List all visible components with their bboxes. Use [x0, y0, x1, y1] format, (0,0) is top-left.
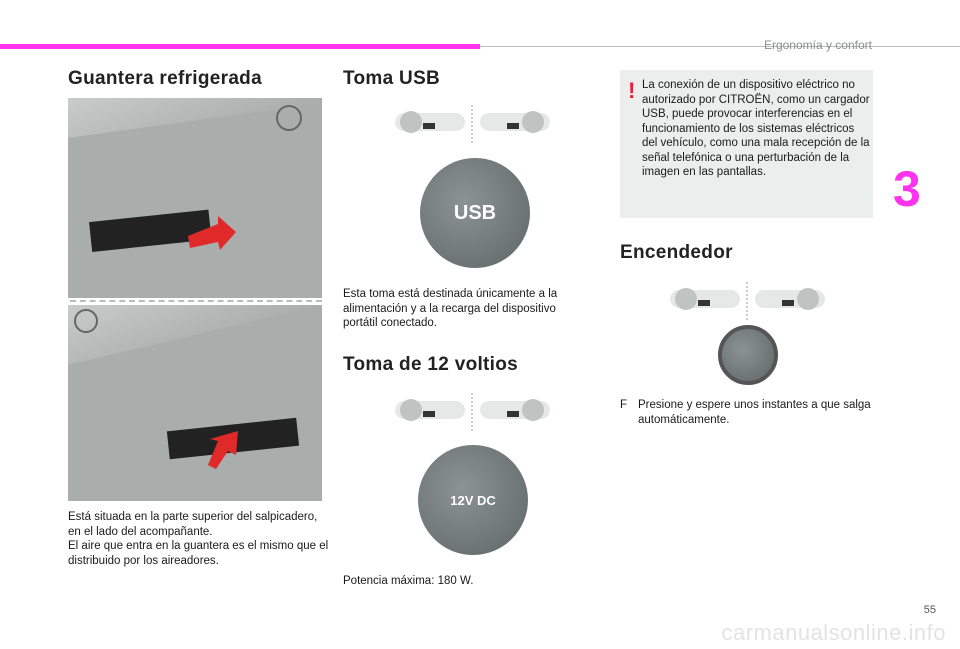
steering-wheel-icons [670, 282, 825, 322]
warning-box: ! La conexión de un dispositivo eléctric… [620, 70, 873, 218]
lighter-text: Presione y espere unos instantes a que s… [638, 399, 871, 426]
heading-usb: Toma USB [343, 68, 441, 89]
glovebox-image-2 [68, 305, 322, 501]
usb-socket-image: USB [420, 158, 530, 268]
glovebox-text-2: El aire que entra en la guantera es el m… [68, 540, 329, 567]
header-rule [480, 46, 960, 47]
steering-wheel-icons [395, 105, 550, 145]
chapter-number: 3 [893, 161, 921, 217]
lighter-image [718, 325, 778, 385]
warning-icon: ! [628, 78, 636, 103]
warning-text: La conexión de un dispositivo eléctrico … [642, 79, 870, 178]
arrow-icon [208, 431, 238, 469]
steering-wheel-icons [395, 393, 550, 433]
divider [70, 300, 322, 302]
heading-12v: Toma de 12 voltios [343, 354, 519, 375]
arrow-icon [188, 216, 236, 250]
watermark: carmanualsonline.info [721, 620, 946, 645]
12v-socket-image: 12V DC [418, 445, 528, 555]
section-title: Ergonomía y confort [763, 38, 872, 52]
page-number: 55 [923, 604, 936, 616]
glovebox-image-1 [68, 98, 322, 298]
heading-lighter: Encendedor [620, 242, 733, 263]
heading-glovebox: Guantera refrigerada [68, 68, 262, 89]
12v-text: Potencia máxima: 180 W. [343, 575, 474, 587]
usb-text: Esta toma está destinada únicamente a la… [343, 288, 558, 329]
accent-bar [0, 44, 480, 49]
bullet: F [620, 399, 628, 411]
glovebox-text-1: Está situada en la parte superior del sa… [68, 511, 318, 538]
